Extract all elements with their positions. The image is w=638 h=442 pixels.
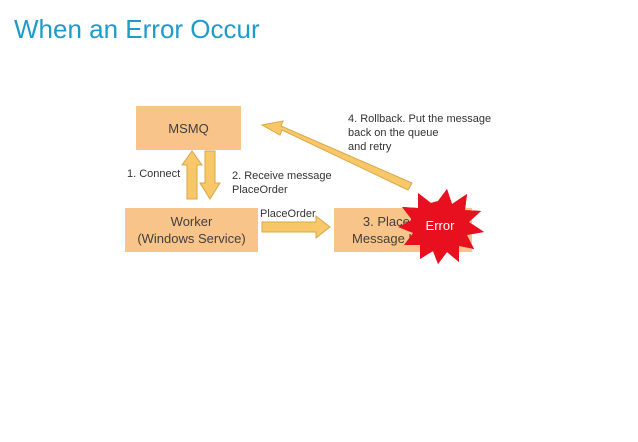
- worker-label: Worker (Windows Service): [137, 214, 246, 246]
- rollback-label: 4. Rollback. Put the message back on the…: [348, 113, 492, 153]
- error-label: Error: [425, 218, 455, 233]
- slide-title: When an Error Occur: [14, 14, 260, 44]
- place-order-label: PlaceOrder: [260, 208, 316, 220]
- connect-label: 1. Connect: [127, 168, 181, 180]
- receive-arrow: [199, 150, 221, 200]
- worker-node: Worker (Windows Service): [125, 208, 258, 252]
- rollback-arrow: [260, 120, 413, 191]
- msmq-node: MSMQ: [136, 106, 241, 150]
- place-order-arrow: [261, 214, 331, 240]
- connect-arrow: [181, 150, 203, 200]
- msmq-label: MSMQ: [168, 120, 209, 136]
- receive-label: 2. Receive message PlaceOrder: [232, 170, 332, 196]
